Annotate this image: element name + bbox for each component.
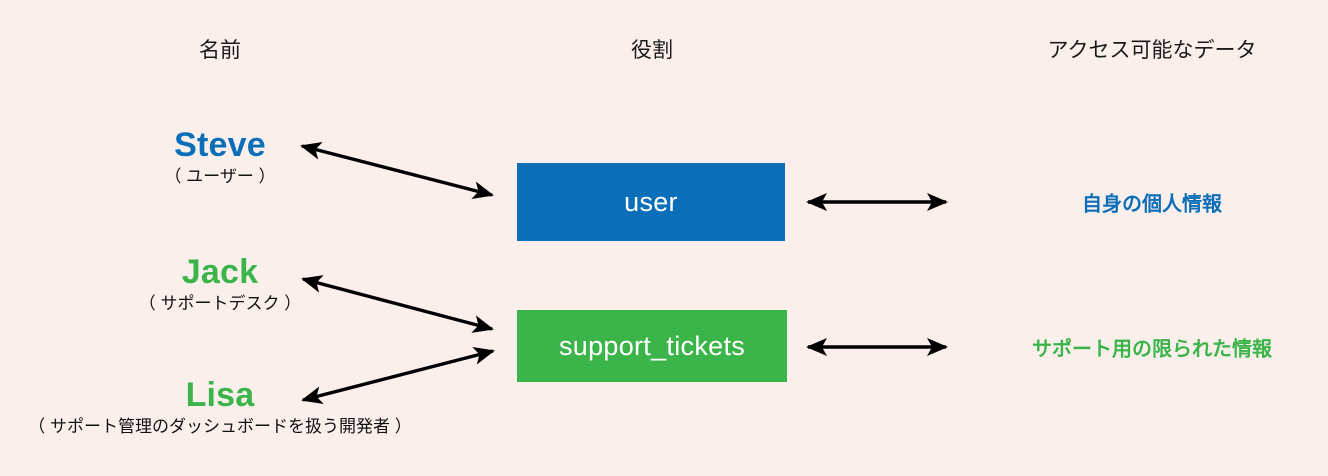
data-label-personal-info: 自身の個人情報 bbox=[1082, 193, 1222, 216]
person-role-jack: （ サポートデスク ） bbox=[138, 293, 302, 313]
node-user: user bbox=[517, 163, 785, 241]
person-name-lisa: Lisa bbox=[185, 376, 255, 414]
person-lisa: Lisa （ サポート管理のダッシュボードを扱う開発者 ） bbox=[28, 376, 412, 437]
column-header-accessible-data: アクセス可能なデータ bbox=[1047, 39, 1257, 62]
column-header-role: 役割 bbox=[631, 39, 673, 62]
person-role-steve: （ ユーザー ） bbox=[164, 166, 276, 186]
steve-to-user bbox=[300, 142, 494, 199]
person-role-lisa: （ サポート管理のダッシュボードを扱う開発者 ） bbox=[28, 416, 412, 436]
person-name-steve: Steve bbox=[174, 126, 266, 164]
node-support-tickets: support_tickets bbox=[517, 310, 787, 382]
column-header-name: 名前 bbox=[199, 39, 241, 62]
person-steve: Steve （ ユーザー ） bbox=[164, 126, 276, 187]
person-jack: Jack （ サポートデスク ） bbox=[138, 253, 302, 314]
data-label-limited-support-info: サポート用の限られた情報 bbox=[1032, 338, 1272, 361]
jack-to-support-tickets bbox=[301, 275, 494, 333]
person-name-jack: Jack bbox=[181, 253, 259, 291]
